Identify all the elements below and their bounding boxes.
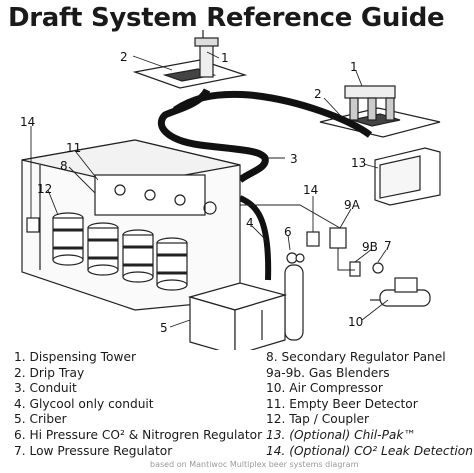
callout-13: 13 xyxy=(351,156,366,170)
gas-blender-9b xyxy=(349,261,361,277)
callout-14-right: 14 xyxy=(303,183,318,197)
legend-item: 2. Drip Tray xyxy=(14,365,85,380)
low-pressure-regulator xyxy=(372,262,384,274)
legend-item-optional: 14. (Optional) CO² Leak Detection xyxy=(266,443,473,458)
legend-item: 8. Secondary Regulator Panel xyxy=(266,350,446,364)
callout-3: 3 xyxy=(290,152,298,166)
callout-6: 6 xyxy=(284,225,292,239)
criber xyxy=(187,282,288,350)
legend-left: 1. Dispensing Tower 2. Drip Tray 3. Cond… xyxy=(14,350,262,459)
callout-9a: 9A xyxy=(344,198,361,212)
page-title: Draft System Reference Guide xyxy=(8,3,445,33)
legend-item: 5. Criber xyxy=(14,412,67,427)
callout-10: 10 xyxy=(348,315,363,329)
legend-right: 8. Secondary Regulator Panel 9a-9b. Gas … xyxy=(266,350,473,459)
draft-system-diagram: 2 1 1 2 3 13 14 11 8 12 14 9A 4 6 9B 7 1… xyxy=(20,30,441,350)
callout-5: 5 xyxy=(160,321,168,335)
callout-12: 12 xyxy=(37,182,52,196)
legend-item: 4. Glycool only conduit xyxy=(14,396,154,411)
callout-14-left: 14 xyxy=(20,115,35,129)
gas-cylinder xyxy=(284,252,305,341)
dispensing-tower-right xyxy=(319,85,441,138)
legend-item: 11. Empty Beer Detector xyxy=(266,396,418,411)
callout-2-left: 2 xyxy=(120,50,128,64)
legend-item: 1. Dispensing Tower xyxy=(14,350,136,364)
callout-4: 4 xyxy=(246,216,254,230)
callout-1-left: 1 xyxy=(221,51,229,65)
callout-8: 8 xyxy=(60,159,68,173)
glycool-conduit xyxy=(238,195,272,281)
callout-9b: 9B xyxy=(362,240,378,254)
conduit xyxy=(157,88,269,183)
kegs xyxy=(52,212,188,291)
leader-lines xyxy=(30,51,389,328)
legend-item: 9a-9b. Gas Blenders xyxy=(266,365,390,380)
legend-item-optional: 13. (Optional) Chil-Pak™ xyxy=(266,427,416,442)
legend-item: 6. Hi Pressure CO² & Nitrogren Regulator xyxy=(14,427,263,442)
legend-item: 3. Conduit xyxy=(14,381,77,396)
leak-detector-left xyxy=(26,217,40,233)
gas-blender-9a xyxy=(329,227,347,249)
leak-detector-right xyxy=(306,231,320,247)
source-credit: based on Mantiwoc Multiplex beer systems… xyxy=(150,460,359,469)
chil-pak xyxy=(374,147,441,206)
regulator-panel xyxy=(94,174,217,216)
callout-11: 11 xyxy=(66,141,81,155)
callout-2-right: 2 xyxy=(314,87,322,101)
callout-1-right: 1 xyxy=(350,60,358,74)
callout-7: 7 xyxy=(384,239,392,253)
legend-item: 7. Low Pressure Regulator xyxy=(14,443,173,458)
legend-item: 12. Tap / Coupler xyxy=(266,412,370,427)
air-compressor xyxy=(370,277,431,307)
legend-item: 10. Air Compressor xyxy=(266,381,383,396)
